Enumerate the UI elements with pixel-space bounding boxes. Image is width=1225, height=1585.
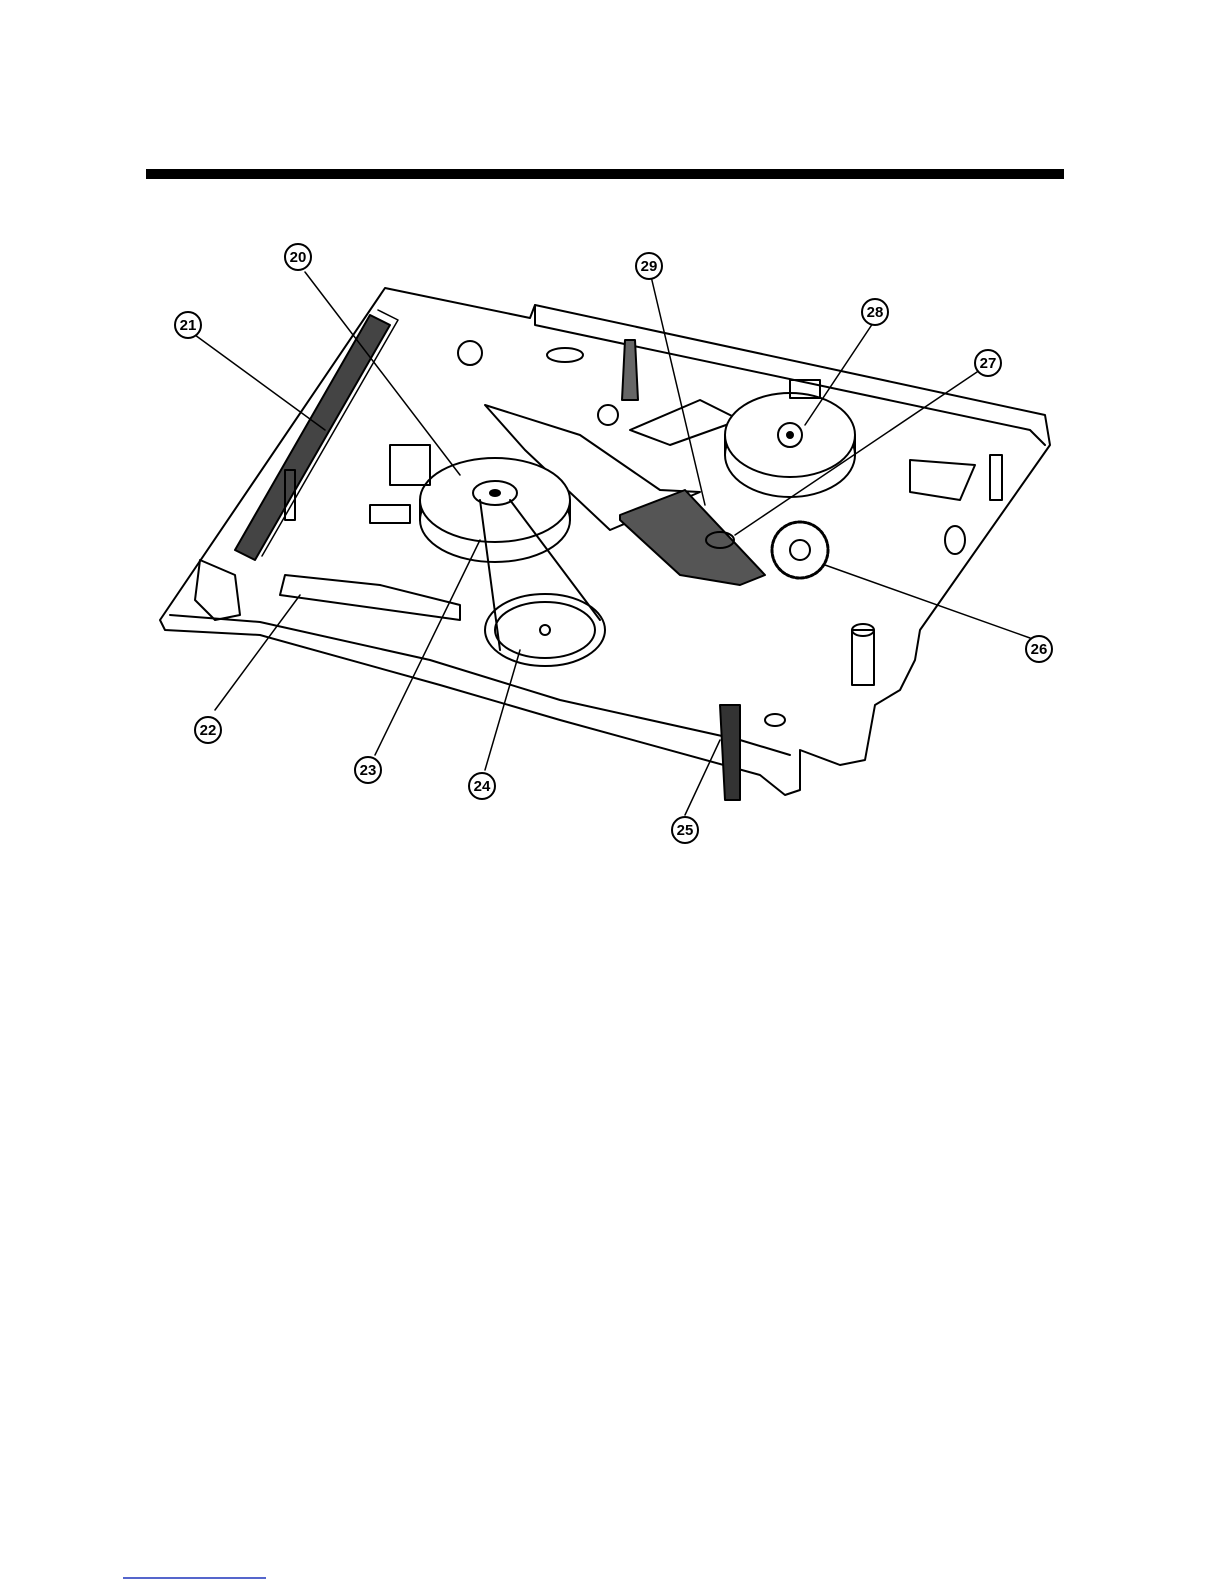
callout-25: 25 (672, 817, 698, 843)
callout-label-27: 27 (980, 355, 997, 372)
drum-connector (370, 505, 410, 523)
bottom-post (765, 714, 785, 726)
callout-24: 24 (469, 773, 495, 799)
reel (725, 393, 855, 497)
drum-bracket (390, 445, 430, 485)
center-washer (598, 405, 618, 425)
callout-label-22: 22 (200, 722, 217, 739)
leader-26 (825, 565, 1030, 638)
callout-23: 23 (355, 757, 381, 783)
upper-boss (458, 341, 482, 365)
leader-21 (195, 335, 325, 430)
bottom-bracket (720, 705, 740, 800)
upper-slot (547, 348, 583, 362)
callout-label-28: 28 (867, 304, 884, 321)
drum (420, 458, 570, 562)
callout-27: 27 (975, 350, 1001, 376)
callout-label-23: 23 (360, 762, 377, 779)
callout-label-29: 29 (641, 258, 658, 275)
callout-label-26: 26 (1031, 641, 1048, 658)
gear (772, 522, 828, 578)
right-pin (990, 455, 1002, 500)
callout-29: 29 (636, 253, 662, 279)
right-post (852, 630, 874, 685)
callout-label-25: 25 (677, 822, 694, 839)
callout-label-24: 24 (474, 778, 491, 795)
right-boss (945, 526, 965, 554)
leader-25 (685, 740, 720, 815)
callout-label-20: 20 (290, 249, 307, 266)
footer-link-underline[interactable] (123, 1577, 266, 1579)
right-connector (910, 460, 975, 500)
callout-22: 22 (195, 717, 221, 743)
callout-26: 26 (1026, 636, 1052, 662)
mechanism-diagram: 20 21 22 23 24 25 26 27 28 29 (140, 230, 1080, 850)
left-bracket (195, 560, 240, 620)
mechanism-drawing: 20 21 22 23 24 25 26 27 28 29 (140, 230, 1080, 850)
callout-label-21: 21 (180, 317, 197, 334)
leader-24 (485, 650, 520, 770)
leader-22 (215, 595, 300, 710)
chassis-outline (160, 288, 1050, 795)
slotted-plate (620, 490, 765, 585)
callout-28: 28 (862, 299, 888, 325)
leader-29 (650, 272, 705, 505)
upper-pin (622, 340, 638, 400)
lower-rail (280, 575, 460, 620)
leader-23 (375, 540, 480, 755)
callout-21: 21 (175, 312, 201, 338)
header-rule (146, 169, 1064, 179)
callout-20: 20 (285, 244, 311, 270)
